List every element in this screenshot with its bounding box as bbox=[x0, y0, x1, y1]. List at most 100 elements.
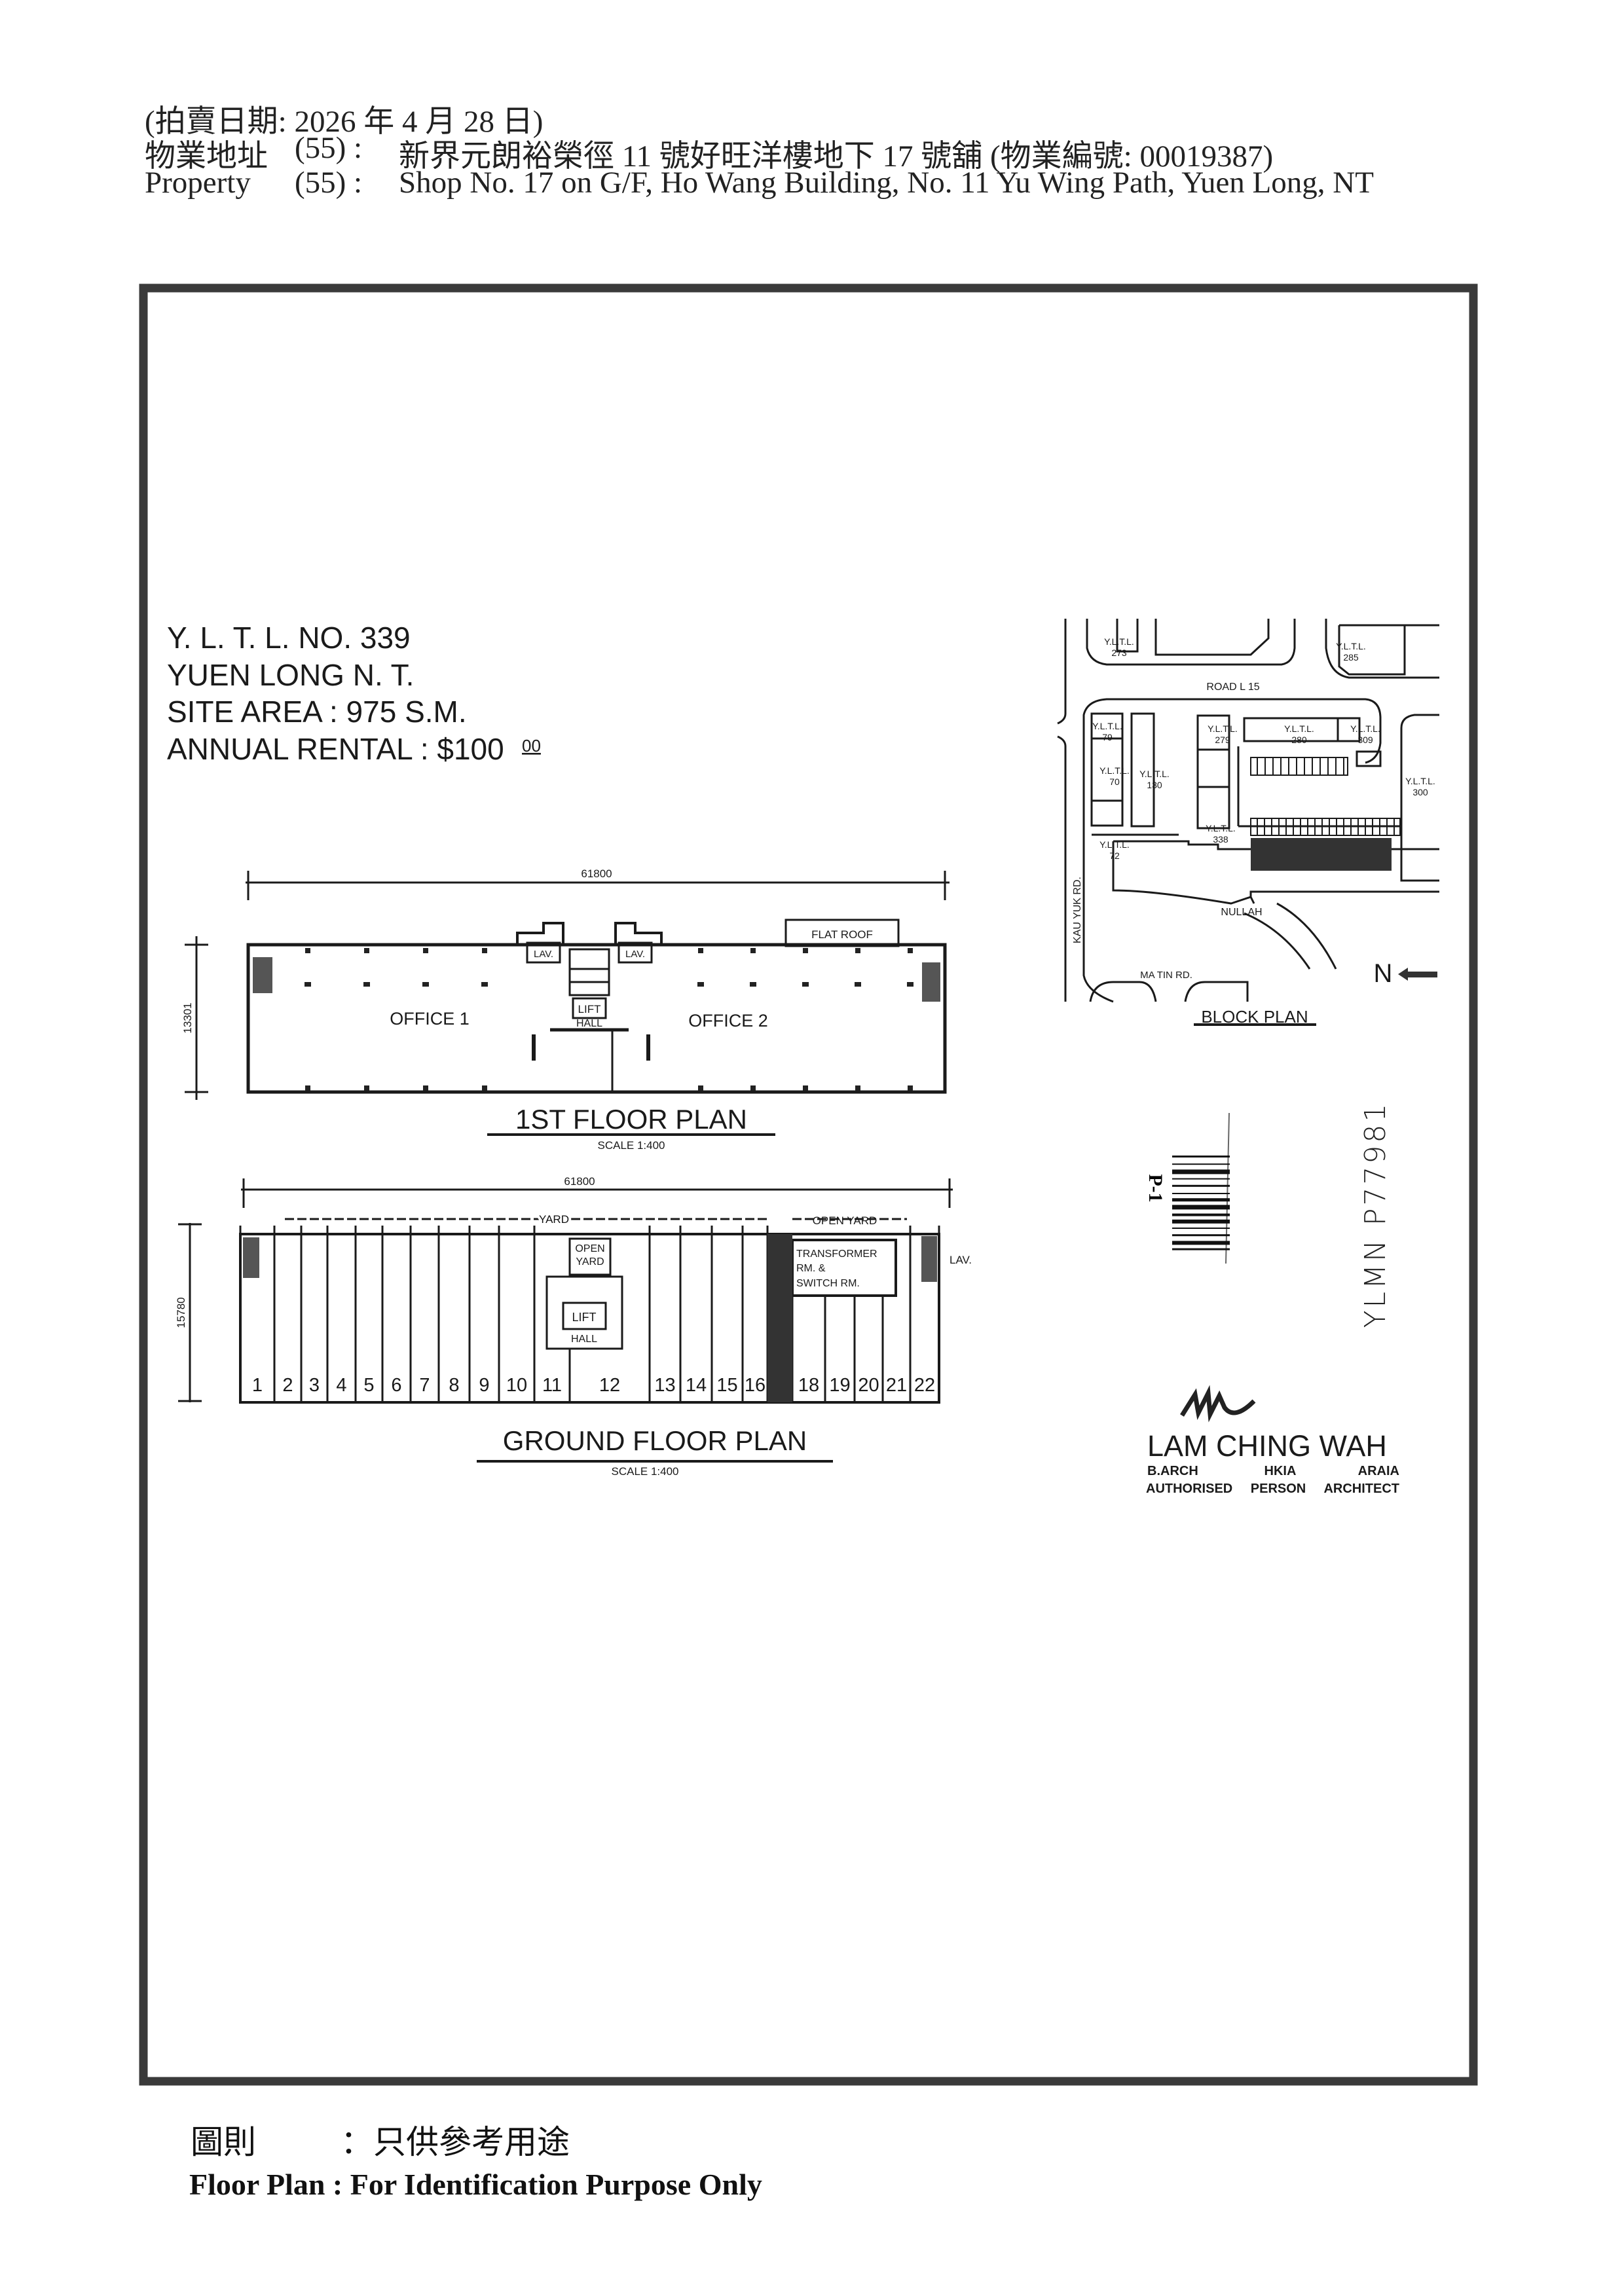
shop-number: 11 bbox=[542, 1375, 562, 1396]
north-arrow-icon bbox=[1398, 968, 1437, 981]
column-mark bbox=[698, 948, 703, 953]
shop-17-highlight bbox=[767, 1234, 792, 1402]
lot-number-309: 309 bbox=[1357, 735, 1373, 745]
lot-prefix: Y.L.T.L. bbox=[1206, 823, 1236, 833]
lot-location: YUEN LONG N. T. bbox=[167, 658, 414, 692]
shop-number: 19 bbox=[829, 1375, 850, 1396]
first-floor-hall-label: HALL bbox=[576, 1018, 602, 1029]
barcode-bar bbox=[1172, 1241, 1230, 1245]
plan-frame bbox=[139, 283, 1478, 2086]
shop-number: 5 bbox=[363, 1375, 374, 1396]
stair-left-icon bbox=[253, 957, 272, 993]
lot-number-338: 338 bbox=[1213, 834, 1228, 845]
column-mark bbox=[855, 948, 860, 953]
shop-number: 3 bbox=[309, 1375, 320, 1396]
column-mark bbox=[855, 1085, 860, 1091]
annual-rental-cents: 00 bbox=[522, 736, 541, 756]
shop-number: 7 bbox=[419, 1375, 430, 1396]
lot-number-285: 285 bbox=[1343, 652, 1359, 663]
column-mark bbox=[363, 982, 370, 987]
column-mark bbox=[482, 948, 487, 953]
ma-tin-rd-label: MA TIN RD. bbox=[1140, 970, 1192, 981]
ground-floor-width-dim: 61800 bbox=[564, 1175, 595, 1188]
column-mark bbox=[364, 1085, 369, 1091]
column-mark bbox=[908, 1085, 913, 1091]
footer-zh-value: ：只供參考用途 bbox=[341, 2124, 570, 2160]
column-mark bbox=[855, 982, 861, 987]
shop-number: 20 bbox=[858, 1375, 879, 1396]
lot-prefix: Y.L.T.L. bbox=[1284, 723, 1314, 734]
lot-prefix: Y.L.T.L. bbox=[1405, 776, 1435, 786]
column-mark bbox=[422, 982, 429, 987]
column-mark bbox=[481, 982, 488, 987]
lot-prefix: Y.L.T.L. bbox=[1099, 839, 1130, 850]
lot-number-279: 279 bbox=[1215, 735, 1230, 745]
stair-right-icon bbox=[922, 962, 940, 1002]
role-authorised: AUTHORISED bbox=[1146, 1482, 1232, 1496]
first-floor-depth-dim: 13301 bbox=[181, 1002, 194, 1033]
transformer-label-3: SWITCH RM. bbox=[796, 1278, 860, 1289]
column-mark bbox=[423, 948, 428, 953]
role-person: PERSON bbox=[1251, 1482, 1306, 1496]
office-2-label: OFFICE 2 bbox=[688, 1011, 768, 1030]
open-yard-inner-2: YARD bbox=[576, 1256, 604, 1267]
lot-prefix: Y.L.T.L. bbox=[1092, 721, 1122, 731]
column-mark bbox=[908, 948, 913, 953]
barcode-bar bbox=[1172, 1193, 1230, 1194]
lot-number-280: 280 bbox=[1291, 735, 1307, 745]
lot-prefix: Y.L.T.L. bbox=[1208, 723, 1238, 734]
lot-info: Y. L. T. L. NO. 339 YUEN LONG N. T. SITE… bbox=[167, 621, 541, 766]
barcode-bar bbox=[1172, 1248, 1230, 1250]
role-architect: ARCHITECT bbox=[1323, 1482, 1399, 1496]
transformer-label-1: TRANSFORMER bbox=[796, 1248, 877, 1260]
ground-floor-title: GROUND FLOOR PLAN bbox=[503, 1425, 807, 1456]
lot-prefix: Y.L.T.L. bbox=[1104, 636, 1134, 647]
column-mark bbox=[423, 1085, 428, 1091]
qual-hkia: HKIA bbox=[1264, 1464, 1297, 1478]
block-plan-title: BLOCK PLAN bbox=[1201, 1007, 1308, 1027]
auction-date: (拍賣日期: 2026 年 4 月 28 日) bbox=[145, 105, 544, 139]
ground-floor-scale: SCALE 1:400 bbox=[611, 1465, 678, 1478]
lot-number-300: 300 bbox=[1412, 787, 1428, 797]
shop-number: 10 bbox=[506, 1375, 527, 1396]
column-mark bbox=[482, 1085, 487, 1091]
shop-number: 15 bbox=[716, 1375, 737, 1396]
property-en-label: Property bbox=[145, 166, 251, 200]
barcode-bar bbox=[1172, 1198, 1230, 1202]
column-mark bbox=[750, 982, 756, 987]
property-en-number: (55) : bbox=[295, 166, 363, 200]
barcode-bar bbox=[1172, 1213, 1230, 1216]
barcode-label: P-1 bbox=[1145, 1174, 1166, 1202]
column-mark bbox=[697, 982, 704, 987]
lot-prefix: Y.L.T.L. bbox=[1350, 723, 1380, 734]
footer-en-text: Floor Plan : For Identification Purpose … bbox=[189, 2168, 762, 2201]
transformer-label-2: RM. & bbox=[796, 1263, 826, 1274]
barcode-bar bbox=[1172, 1156, 1230, 1157]
column-mark bbox=[803, 948, 808, 953]
yard-label: YARD bbox=[539, 1213, 569, 1226]
kau-yuk-rd-label: KAU YUK RD. bbox=[1072, 877, 1083, 943]
shop-number: 13 bbox=[654, 1375, 675, 1396]
first-floor-title: 1ST FLOOR PLAN bbox=[515, 1104, 747, 1135]
shop-number: 18 bbox=[798, 1375, 819, 1396]
ground-stair-right-icon bbox=[921, 1236, 937, 1282]
column-mark bbox=[305, 1085, 310, 1091]
address-zh-label: 物業地址 bbox=[145, 139, 268, 173]
ground-stair-left-icon bbox=[243, 1237, 259, 1278]
architect-name: LAM CHING WAH bbox=[1147, 1429, 1387, 1463]
shop-number: 6 bbox=[391, 1375, 401, 1396]
barcode-bar bbox=[1172, 1228, 1230, 1229]
column-mark bbox=[907, 982, 913, 987]
column-mark bbox=[803, 1085, 808, 1091]
lot-prefix: Y.L.T.L. bbox=[1139, 769, 1170, 779]
lot-number-79: 79 bbox=[1102, 732, 1113, 742]
subject-building-highlight bbox=[1251, 838, 1392, 871]
hatched-row bbox=[1250, 757, 1348, 776]
annual-rental: ANNUAL RENTAL : $100 bbox=[167, 732, 504, 766]
ground-hall-label: HALL bbox=[571, 1334, 597, 1345]
footer-zh-label: 圖則 bbox=[191, 2124, 256, 2160]
shop-number: 22 bbox=[914, 1375, 935, 1396]
column-mark bbox=[304, 982, 311, 987]
address-zh-number: (55) : bbox=[295, 131, 363, 165]
barcode-bar bbox=[1172, 1205, 1230, 1210]
